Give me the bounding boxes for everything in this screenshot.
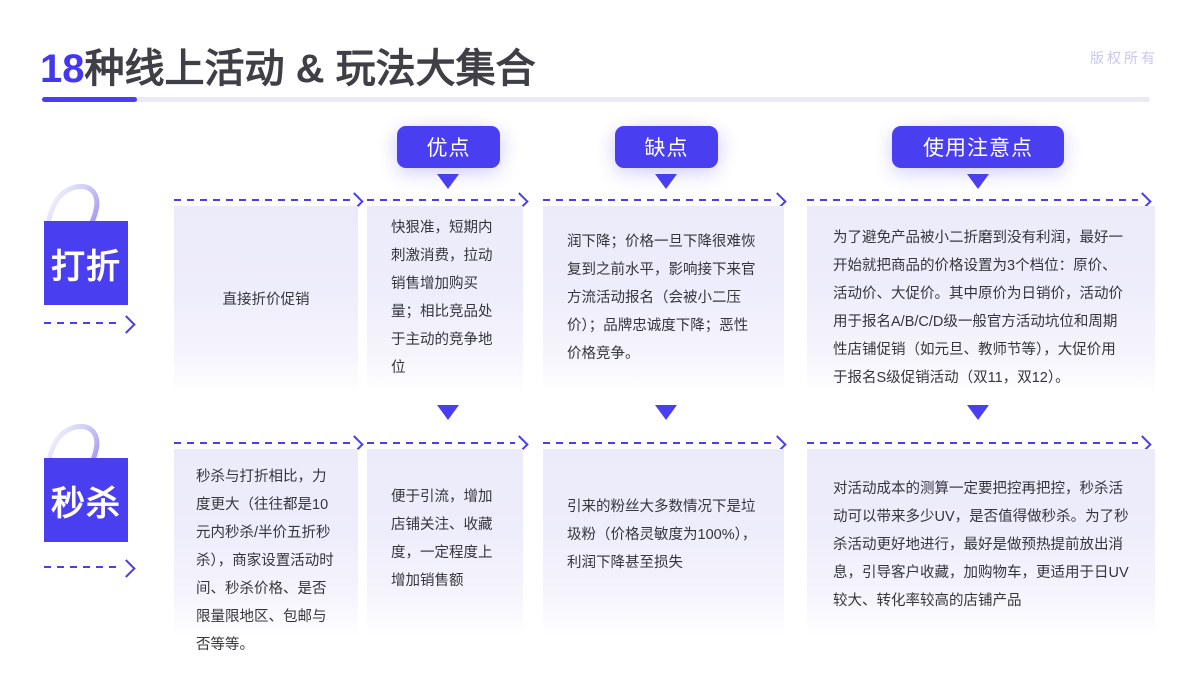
- row1-label-connector-arrow: [117, 315, 136, 334]
- row1-label-connector-line: [44, 322, 122, 324]
- chevron-down-icon-disadvantages: [655, 174, 677, 189]
- chevron-down-icon-row2-col4: [967, 405, 989, 420]
- chevron-down-icon-notes: [967, 174, 989, 189]
- cell-row1-col2: 快狠准，短期内刺激消费，拉动销售增加购买量；相比竞品处于主动的竞争地位: [367, 206, 523, 394]
- row1-col3-arrow-line: [543, 199, 773, 201]
- row2-col1-arrow-line: [174, 442, 350, 444]
- cell-row2-col1-text: 秒杀与打折相比，力度更大（往往都是10元内秒杀/半价五折秒杀），商家设置活动时间…: [196, 469, 334, 653]
- chevron-down-icon-row2-col3: [655, 405, 677, 420]
- title-underline-accent: [42, 97, 137, 102]
- row1-col2-arrow-line: [367, 199, 515, 201]
- cell-row1-col3-text: 润下降；价格一旦下降很难恢复到之前水平，影响接下来官方流活动报名（会被小二压价）…: [567, 234, 756, 362]
- page-title: 18种线上活动 & 玩法大集合: [40, 36, 536, 94]
- cell-row1-col3: 润下降；价格一旦下降很难恢复到之前水平，影响接下来官方流活动报名（会被小二压价）…: [543, 206, 784, 394]
- row2-col2-arrow-line: [367, 442, 515, 444]
- column-header-advantages[interactable]: 优点: [397, 126, 500, 168]
- row2-label-connector-arrow: [117, 559, 136, 578]
- row-label-flashsale[interactable]: 秒杀: [44, 458, 128, 542]
- cell-row1-col2-text: 快狠准，短期内刺激消费，拉动销售增加购买量；相比竞品处于主动的竞争地位: [391, 220, 493, 376]
- copyright-watermark: 版权所有: [1090, 50, 1158, 66]
- chevron-down-icon-row2-col2: [437, 405, 459, 420]
- cell-row2-col4-text: 对活动成本的测算一定要把控再把控，秒杀活动可以带来多少UV，是否值得做秒杀。为了…: [833, 481, 1129, 609]
- row-label-discount[interactable]: 打折: [44, 221, 128, 305]
- cell-row2-col2-text: 便于引流，增加店铺关注、收藏度，一定程度上增加销售额: [391, 489, 493, 589]
- cell-row1-col1: 直接折价促销: [174, 206, 358, 394]
- cell-row2-col2: 便于引流，增加店铺关注、收藏度，一定程度上增加销售额: [367, 449, 523, 637]
- page-title-highlight: 18: [40, 47, 85, 91]
- cell-row1-col4: 为了避免产品被小二折磨到没有利润，最好一开始就把商品的价格设置为3个档位：原价、…: [807, 206, 1155, 394]
- column-header-disadvantages[interactable]: 缺点: [615, 126, 718, 168]
- row1-col4-arrow-line: [807, 199, 1138, 201]
- page-title-rest: 种线上活动 & 玩法大集合: [84, 47, 536, 91]
- cell-row2-col3: 引来的粉丝大多数情况下是垃圾粉（价格灵敏度为100%），利润下降甚至损失: [543, 449, 784, 637]
- cell-row1-col1-text: 直接折价促销: [222, 292, 310, 308]
- row2-col3-arrow-line: [543, 442, 773, 444]
- cell-row2-col4: 对活动成本的测算一定要把控再把控，秒杀活动可以带来多少UV，是否值得做秒杀。为了…: [807, 449, 1155, 637]
- cell-row2-col3-text: 引来的粉丝大多数情况下是垃圾粉（价格灵敏度为100%），利润下降甚至损失: [567, 499, 757, 571]
- chevron-down-icon-advantages: [437, 174, 459, 189]
- title-underline-track: [42, 97, 1150, 102]
- row2-label-connector-line: [44, 566, 122, 568]
- cell-row2-col1: 秒杀与打折相比，力度更大（往往都是10元内秒杀/半价五折秒杀），商家设置活动时间…: [174, 449, 358, 653]
- cell-row1-col4-text: 为了避免产品被小二折磨到没有利润，最好一开始就把商品的价格设置为3个档位：原价、…: [833, 230, 1123, 386]
- row1-col1-arrow-line: [174, 199, 350, 201]
- column-header-notes[interactable]: 使用注意点: [892, 126, 1064, 168]
- row2-col4-arrow-line: [807, 442, 1138, 444]
